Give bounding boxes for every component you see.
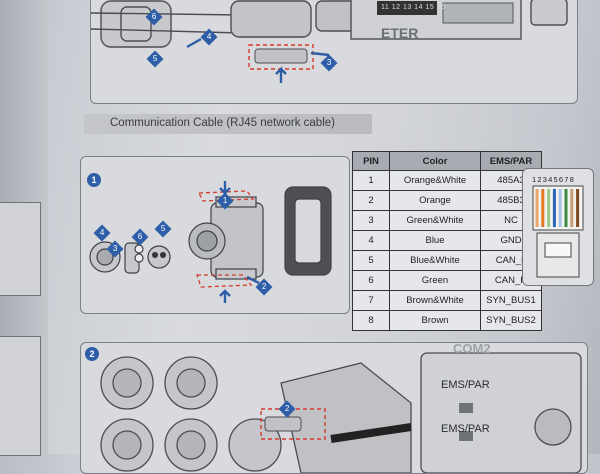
color-cell: Blue [389, 230, 481, 251]
meter-label: ETER [381, 25, 419, 41]
rj45-plug-icon [532, 185, 584, 278]
com2-label: COM2 [453, 342, 491, 356]
pin-cell: 5 [352, 250, 390, 271]
ems-cell: SYN_BUS2 [480, 310, 542, 331]
color-cell: Blue&White [389, 250, 481, 271]
step1-diagram: 1 4 3 5 6 1 2 [80, 156, 350, 314]
color-cell: Brown [389, 310, 481, 331]
section-header: Communication Cable (RJ45 network cable) [84, 114, 372, 134]
step1-badge: 1 [87, 173, 101, 187]
pin-cell: 4 [352, 230, 390, 251]
step2-diagram: 2 2 COM2 EMS/PAR EMS/PAR [80, 342, 588, 474]
step2-badge: 2 [85, 347, 99, 361]
step2-illustration [100, 352, 582, 473]
color-cell: Orange [389, 190, 481, 211]
rj45-plug-diagram: 12345678 [522, 168, 594, 286]
top-diagram-illustration [91, 0, 568, 83]
pin-cell: 6 [352, 270, 390, 291]
pin-cell: 2 [352, 190, 390, 211]
color-cell: Orange&White [389, 170, 481, 191]
pin-cell: 8 [352, 310, 390, 331]
connector-parts-illustration [89, 181, 332, 303]
pin-cell: 7 [352, 290, 390, 311]
ems-par-port-label-top: EMS/PAR [441, 379, 490, 391]
ems-par-port-label-bottom: EMS/PAR [441, 423, 490, 435]
rj45-pin-numbers: 12345678 [532, 175, 575, 184]
pin-cell: 1 [352, 170, 390, 191]
terminal-numbers: 11 12 13 14 15 16 [381, 4, 446, 11]
ems-cell: SYN_BUS1 [480, 290, 542, 311]
color-cell: Green&White [389, 210, 481, 231]
color-cell: Green [389, 270, 481, 291]
left-page-box-top [0, 202, 41, 296]
color-cell: Brown&White [389, 290, 481, 311]
left-page-box-bottom [0, 336, 41, 456]
color-column-header: Color [389, 151, 481, 171]
pin-column-header: PIN [352, 151, 390, 171]
section-title: Communication Cable (RJ45 network cable) [110, 117, 335, 129]
top-diagram: 11 12 13 14 15 16 ETER 6 4 5 3 [90, 0, 578, 104]
table-header-row: PIN Color EMS/PAR [352, 151, 542, 171]
pin-cell: 3 [352, 210, 390, 231]
